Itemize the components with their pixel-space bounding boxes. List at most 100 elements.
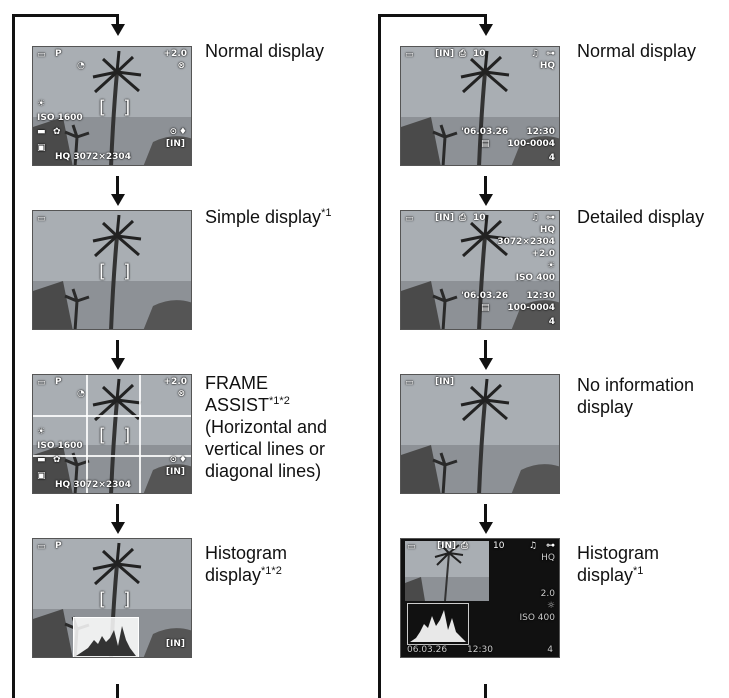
image-resolution: HQ 3072×2304 bbox=[55, 152, 131, 162]
flash-icon: ⊗ bbox=[177, 61, 185, 71]
battery-icon: ▭ bbox=[37, 214, 46, 224]
image-resolution: HQ 3072×2304 bbox=[55, 480, 131, 490]
af-target-mark: [ ] bbox=[99, 425, 131, 446]
label-left-frame-assist: FRAME ASSIST*1*2 (Horizontal and vertica… bbox=[205, 373, 328, 481]
file-number: 100-0004 bbox=[507, 303, 555, 313]
image-quality: HQ bbox=[539, 225, 555, 235]
image-resolution: 3072×2304 bbox=[497, 237, 555, 247]
white-balance-icon: ☀ bbox=[37, 99, 46, 109]
mic-icon: ♦ bbox=[178, 127, 187, 137]
grid-line-vertical-1 bbox=[86, 375, 88, 493]
sound-icon: ♫ bbox=[528, 541, 537, 551]
palm-photo bbox=[401, 211, 559, 329]
label-right-histogram: Histogram display*1 bbox=[577, 543, 660, 585]
palm-photo bbox=[401, 375, 559, 493]
protect-icon: ⊶ bbox=[546, 541, 555, 551]
battery-icon: ▭ bbox=[37, 378, 46, 388]
label-right-no-info: No information display bbox=[577, 375, 695, 417]
left-arrow-1-shaft bbox=[116, 176, 119, 196]
memory-card: [IN] bbox=[435, 49, 455, 59]
macro-icon: ✿ bbox=[53, 127, 61, 137]
shooting-mode: P bbox=[55, 49, 62, 59]
screen-left-normal: ▭ P +2.0 ◔ ⊗ ☀ ISO 1600 [ ] ▬ ✿ ▣ ⊙ ♦ [I… bbox=[32, 46, 192, 166]
record-date: '06.03.26 bbox=[461, 291, 509, 301]
right-arrow-3-shaft bbox=[484, 504, 487, 524]
folder-icon: ▤ bbox=[481, 303, 490, 313]
grid-line-horizontal-1 bbox=[33, 415, 191, 417]
af-target-mark: [ ] bbox=[99, 97, 131, 118]
histogram-graph bbox=[410, 610, 466, 642]
frame-number: 4 bbox=[547, 645, 553, 655]
battery-icon: ▭ bbox=[37, 50, 46, 60]
battery-icon: ▭ bbox=[405, 214, 414, 224]
palm-photo bbox=[33, 375, 191, 493]
screen-left-frame-assist: ▭ P +2.0 ◔ ⊗ ☀ ISO 1600 [ ] ▬ ✿ ▣ ⊙ ♦ [I… bbox=[32, 374, 192, 494]
palm-photo bbox=[33, 47, 191, 165]
left-arrow-2-shaft bbox=[116, 340, 119, 360]
iso-value: ISO 400 bbox=[515, 273, 555, 283]
screen-left-simple: ▭ [ ] bbox=[32, 210, 192, 330]
memory-card: [IN] bbox=[165, 467, 185, 477]
right-flow-top-line bbox=[378, 14, 486, 17]
self-timer-icon: ◔ bbox=[77, 389, 85, 399]
white-balance-icon: ☼ bbox=[546, 601, 555, 611]
print-reserve-icon: ⎙ bbox=[461, 541, 469, 551]
left-arrow-0-head bbox=[111, 24, 125, 36]
metering-icon: ▬ bbox=[37, 455, 46, 465]
right-arrow-1-head bbox=[479, 194, 493, 206]
macro-icon: ✿ bbox=[53, 455, 61, 465]
right-arrow-3-head bbox=[479, 522, 493, 534]
mic-icon: ♦ bbox=[178, 455, 187, 465]
memory-card: [IN] bbox=[437, 541, 457, 551]
memory-card: [IN] bbox=[165, 639, 185, 649]
battery-icon: ▭ bbox=[407, 542, 416, 552]
palm-photo bbox=[33, 211, 191, 329]
record-time: 12:30 bbox=[526, 127, 555, 137]
exposure-compensation: +2.0 bbox=[163, 377, 187, 387]
histogram-graph bbox=[76, 626, 136, 656]
white-balance-icon: ☀ bbox=[546, 261, 555, 271]
grid-line-vertical-2 bbox=[139, 375, 141, 493]
label-left-normal: Normal display bbox=[205, 41, 325, 61]
histogram-panel bbox=[73, 617, 139, 657]
record-time: 12:30 bbox=[526, 291, 555, 301]
record-date: '06.03.26 bbox=[461, 127, 509, 137]
screen-right-detailed: ▭ [IN] ⎙ 10 ♫ ⊶ HQ 3072×2304 +2.0 ☀ ISO … bbox=[400, 210, 560, 330]
alarm-icon: ⊙ bbox=[169, 127, 177, 137]
print-count: 10 bbox=[493, 541, 505, 551]
right-arrow-1-shaft bbox=[484, 176, 487, 196]
exposure-compensation: 2.0 bbox=[540, 589, 555, 599]
record-date: 06.03.26 bbox=[407, 645, 448, 655]
exposure-compensation: +2.0 bbox=[531, 249, 555, 259]
left-flow-vertical-line bbox=[12, 14, 15, 698]
right-arrow-0-shaft bbox=[484, 14, 487, 26]
image-quality: HQ bbox=[539, 61, 555, 71]
white-balance-icon: ☀ bbox=[37, 427, 46, 437]
histogram-panel bbox=[407, 603, 469, 645]
screen-right-histogram: ▭ [IN] ⎙ 10 ♫ ⊶ HQ 2.0 ☼ ISO 400 06.03.2… bbox=[400, 538, 560, 658]
print-reserve-icon: ⎙ bbox=[459, 213, 467, 223]
left-flow-top-line bbox=[12, 14, 118, 17]
shooting-mode: P bbox=[55, 377, 62, 387]
iso-value: ISO 1600 bbox=[37, 113, 83, 123]
image-quality: HQ bbox=[541, 553, 555, 563]
left-arrow-0-shaft bbox=[116, 14, 119, 26]
alarm-icon: ⊙ bbox=[169, 455, 177, 465]
left-flow-bottom-stub bbox=[116, 684, 119, 698]
print-count: 10 bbox=[473, 49, 486, 59]
print-count: 10 bbox=[473, 213, 486, 223]
label-right-normal: Normal display bbox=[577, 41, 697, 61]
memory-card: [IN] bbox=[165, 139, 185, 149]
right-flow-vertical-line bbox=[378, 14, 381, 698]
grid-line-horizontal-2 bbox=[33, 455, 191, 457]
sound-icon: ♫ bbox=[530, 49, 539, 59]
battery-icon: ▭ bbox=[37, 542, 46, 552]
protect-icon: ⊶ bbox=[546, 49, 555, 59]
record-icon: ▣ bbox=[37, 143, 46, 153]
right-arrow-2-head bbox=[479, 358, 493, 370]
iso-value: ISO 1600 bbox=[37, 441, 83, 451]
flash-icon: ⊗ bbox=[177, 389, 185, 399]
record-icon: ▣ bbox=[37, 471, 46, 481]
af-target-mark: [ ] bbox=[99, 589, 131, 610]
folder-icon: ▤ bbox=[481, 139, 490, 149]
